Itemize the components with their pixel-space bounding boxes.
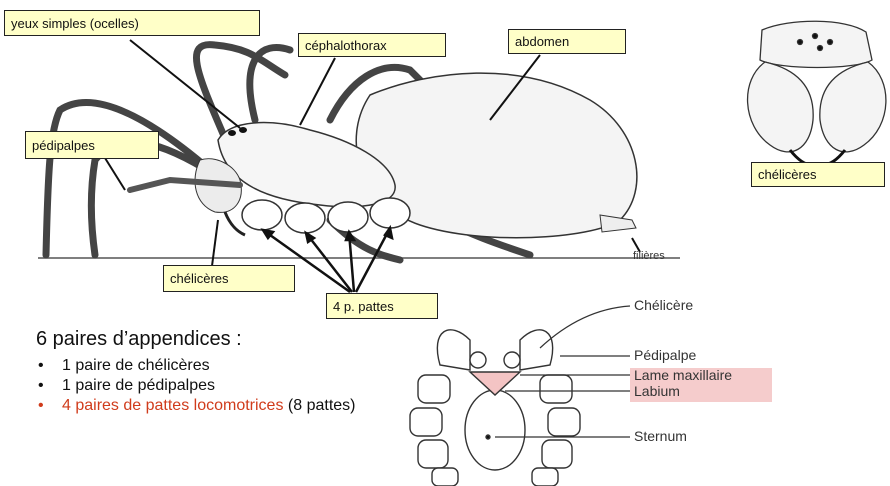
- label-cheliceres-bottom: chélicères: [163, 265, 295, 292]
- appendices-title: 6 paires d’appendices :: [36, 328, 242, 351]
- spinnerets: [600, 215, 636, 232]
- label-filieres: filières: [633, 250, 665, 262]
- label-pedipalpes: pédipalpes: [25, 131, 159, 159]
- label-sternum: Sternum: [634, 428, 687, 444]
- label-cephalothorax: céphalothorax: [298, 33, 446, 57]
- label-pattes: 4 p. pattes: [326, 293, 438, 319]
- label-yeux: yeux simples (ocelles): [4, 10, 260, 36]
- chelicerae-closeup: [748, 21, 886, 165]
- label-pedipalpe: Pédipalpe: [634, 347, 696, 363]
- list-item: 4 paires de pattes locomotrices (8 patte…: [36, 396, 442, 416]
- list-item: 1 paire de chélicères: [36, 356, 442, 376]
- label-abdomen: abdomen: [508, 29, 626, 54]
- label-chelicere: Chélicère: [634, 297, 693, 313]
- label-cheliceres-right: chélicères: [751, 162, 885, 187]
- appendices-list: 1 paire de chélicères 1 paire de pédipal…: [36, 356, 442, 416]
- label-labium: Labium: [634, 383, 680, 399]
- list-item: 1 paire de pédipalpes: [36, 376, 442, 396]
- label-lame-maxillaire: Lame maxillaire: [634, 367, 732, 383]
